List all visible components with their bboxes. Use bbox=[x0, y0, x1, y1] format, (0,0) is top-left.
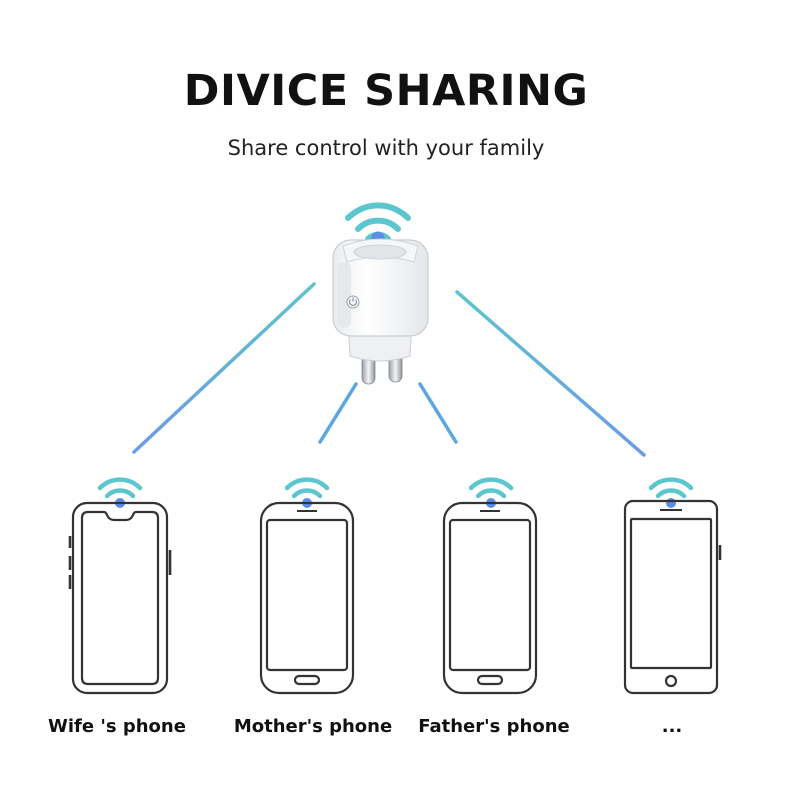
device-label-father: Father's phone bbox=[394, 716, 594, 737]
line-to-mother bbox=[320, 384, 356, 442]
phone-icon bbox=[261, 503, 353, 693]
device-label-more: ... bbox=[572, 716, 772, 737]
device-label-wife: Wife 's phone bbox=[17, 716, 217, 737]
wifi-icon bbox=[651, 480, 691, 508]
device-label-mother: Mother's phone bbox=[213, 716, 413, 737]
line-to-more bbox=[457, 292, 644, 455]
line-to-father bbox=[420, 384, 456, 442]
phone-icon bbox=[444, 503, 536, 693]
line-to-wife bbox=[134, 284, 314, 452]
smart-plug-icon bbox=[333, 239, 428, 384]
phone-icon bbox=[70, 503, 170, 693]
phone-icon bbox=[625, 501, 720, 693]
